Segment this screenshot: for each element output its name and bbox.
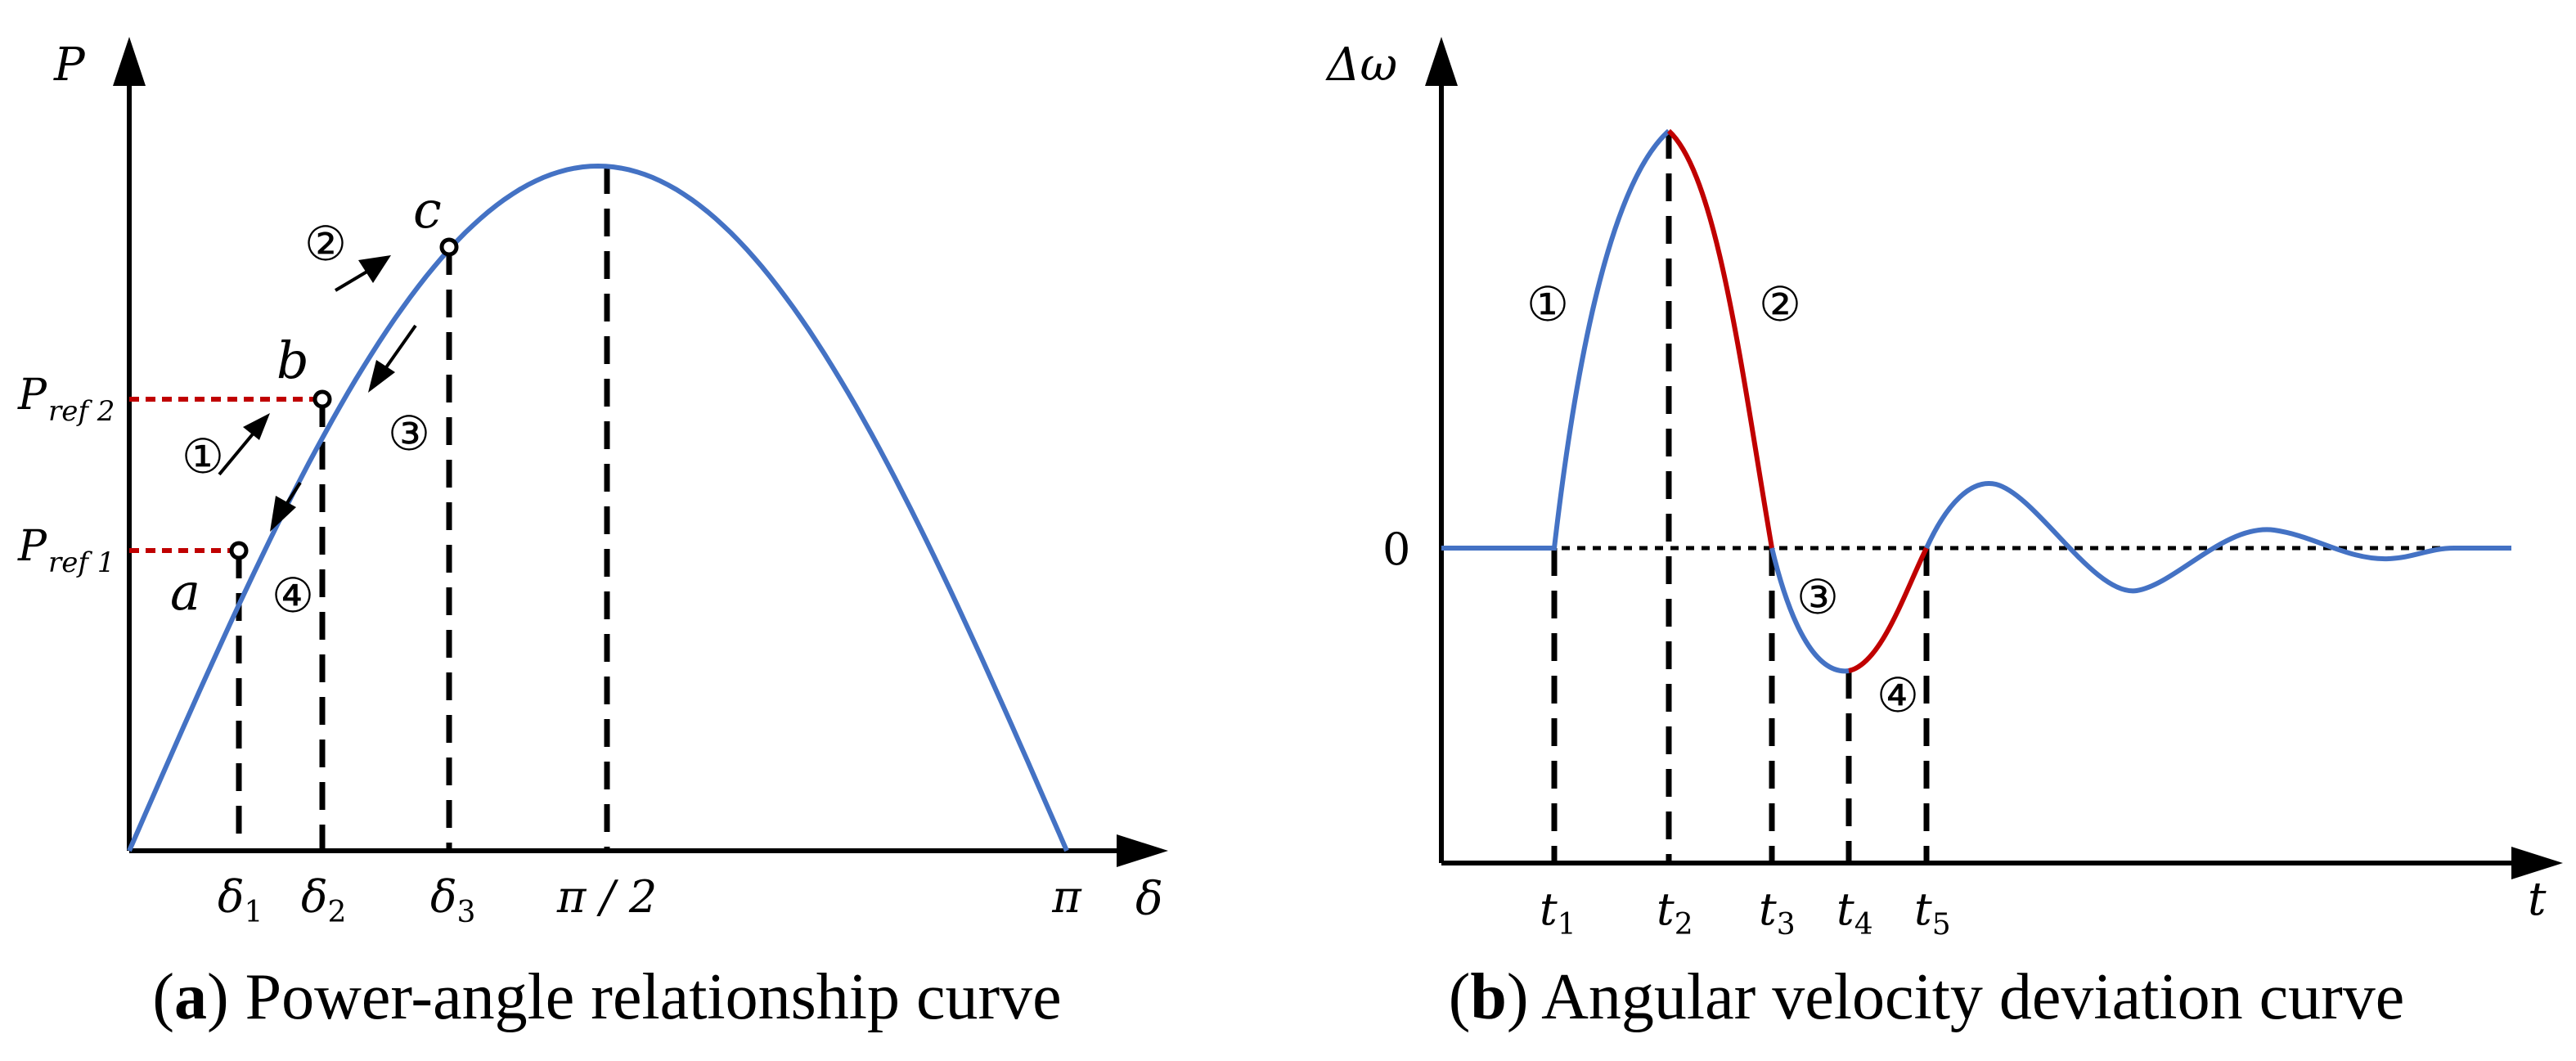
right-caption: (b) Angular velocity deviation curve	[1449, 961, 2405, 1033]
point-b-label: b	[276, 330, 309, 390]
dw-segment-3	[1769, 547, 1850, 674]
step3-arrow-head	[368, 360, 395, 393]
left-x-axis-arrow	[1117, 834, 1168, 867]
power-angle-curve	[127, 163, 1069, 852]
t5-tick-label: t5	[1914, 883, 1951, 942]
angular-velocity-panel: ① ② ③ ④ Δω t 0 t1 t2 t3 t4 t5 (b) Angula…	[1325, 37, 2563, 1033]
t2-tick-label: t2	[1657, 883, 1693, 942]
dw-segment-1	[1441, 128, 1671, 551]
step1-arrow-head	[243, 413, 270, 440]
pi-tick-label: π	[1051, 871, 1082, 923]
step1-arrow-shaft	[218, 429, 257, 476]
right-y-axis-arrow	[1425, 37, 1458, 86]
left-step3-label: ③	[388, 406, 430, 461]
left-x-axis-label: δ	[1135, 873, 1163, 926]
left-step2-label: ②	[304, 216, 347, 272]
left-step4-label: ④	[272, 568, 314, 623]
right-step2-label: ②	[1759, 276, 1801, 332]
right-step1-label: ①	[1526, 276, 1569, 332]
step2-arrow-shaft	[334, 268, 371, 292]
left-y-axis-arrow	[113, 37, 146, 86]
left-step1-label: ①	[182, 429, 224, 484]
dw-segment-2	[1666, 128, 1774, 549]
step4-arrow-shaft	[284, 481, 302, 507]
right-x-axis-label: t	[2528, 873, 2547, 926]
pi-half-tick-label: π / 2	[556, 871, 657, 923]
pref1-tick-label: Pref 1	[17, 522, 115, 579]
point-c-label: c	[413, 180, 442, 240]
t3-tick-label: t3	[1759, 883, 1796, 942]
right-step3-label: ③	[1796, 569, 1839, 625]
t1-tick-label: t1	[1540, 883, 1576, 942]
left-caption: (a) Power-angle relationship curve	[152, 961, 1061, 1033]
step2-arrow-head	[358, 255, 391, 283]
delta1-tick-label: δ1	[218, 871, 263, 929]
delta2-tick-label: δ2	[301, 871, 346, 929]
step3-arrow-shaft	[383, 324, 417, 371]
point-b-marker	[312, 389, 332, 409]
point-a-marker	[229, 541, 249, 560]
left-y-axis-label: P	[53, 38, 86, 92]
point-a-label: a	[170, 562, 200, 622]
delta3-tick-label: δ3	[430, 871, 475, 929]
dw-segment-4	[1848, 546, 1929, 673]
step4-arrow-head	[270, 496, 296, 532]
right-step4-label: ④	[1877, 668, 1919, 723]
t4-tick-label: t4	[1836, 883, 1873, 942]
right-y-axis-label: Δω	[1325, 38, 1397, 92]
zero-label: 0	[1382, 524, 1410, 575]
power-angle-panel: a b c ① ② ③ ④ P δ Pref 2 Pref 1 δ1 δ2 δ3…	[17, 37, 1168, 1033]
pref2-tick-label: Pref 2	[17, 371, 115, 428]
right-x-axis-arrow	[2511, 847, 2563, 879]
dw-damped-tail	[1924, 481, 2511, 594]
point-c-marker	[439, 237, 459, 257]
